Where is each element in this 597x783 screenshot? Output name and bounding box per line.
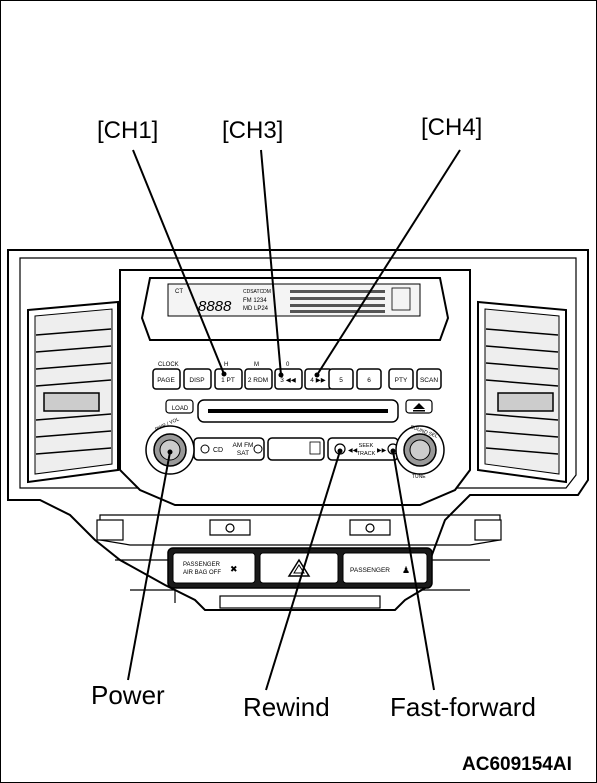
sat-label: SAT xyxy=(237,450,249,457)
seek-label: SEEK xyxy=(359,443,374,449)
left-air-vent xyxy=(27,300,119,484)
fast-forward-icon: ▶▶ xyxy=(377,448,387,454)
airbag-on-icon: ♟ xyxy=(402,565,410,575)
page-label: PAGE xyxy=(157,377,175,384)
preset-2-label: 2 RDM xyxy=(248,377,268,384)
label-zero: 0 xyxy=(286,362,290,368)
leader-line-fast-forward xyxy=(392,450,435,691)
scan-label: SCAN xyxy=(420,377,438,384)
airbag-off-icon: ✖ xyxy=(230,564,238,574)
passenger-left-line2: AIR BAG OFF xyxy=(183,570,221,576)
preset-4-label: 4 ▶▶ xyxy=(310,377,326,384)
display-fm: FM 1234 xyxy=(243,298,267,304)
passenger-left-line1: PASSENGER xyxy=(183,562,221,568)
label-h: H xyxy=(224,362,228,368)
leader-line-power xyxy=(127,451,171,681)
scan-button[interactable] xyxy=(416,368,442,390)
callout-rewind: Rewind xyxy=(243,692,330,722)
leader-line-ch4 xyxy=(316,149,461,376)
preset-6-label: 6 xyxy=(367,377,371,384)
preset-2-button[interactable] xyxy=(244,368,273,390)
display-big-digits: 8888 xyxy=(198,298,232,315)
preset-5-button[interactable] xyxy=(328,368,354,390)
disp-label: DISP xyxy=(189,377,204,384)
figure-code: AC609154AI xyxy=(462,754,572,775)
sound-tune-knob[interactable] xyxy=(395,425,445,475)
amfm-indicator xyxy=(253,444,263,454)
passenger-right-label: PASSENGER xyxy=(350,567,390,574)
callout-fast-forward: Fast-forward xyxy=(390,692,536,722)
display-ct: CT xyxy=(175,289,183,295)
load-button[interactable] xyxy=(165,399,194,414)
leader-line-ch3 xyxy=(260,149,282,376)
page-button[interactable] xyxy=(152,368,181,390)
cd-slot[interactable] xyxy=(208,409,388,413)
eject-icon xyxy=(413,403,425,412)
hazard-button[interactable] xyxy=(259,552,339,584)
display-codes: CDSATCDM xyxy=(243,289,271,295)
tune-label: TUNE xyxy=(412,474,426,480)
label-m: M xyxy=(254,362,259,368)
label-clock: CLOCK xyxy=(158,362,179,368)
cd-indicator xyxy=(200,444,210,454)
load-label: LOAD xyxy=(172,406,189,412)
leader-line-ch1 xyxy=(132,149,225,375)
rewind-icon: ◀◀ xyxy=(348,448,358,454)
display-md: MD LP24 xyxy=(243,306,269,312)
amfm-label: AM FM xyxy=(233,442,254,449)
track-label: TRACK xyxy=(357,451,376,457)
preset-6-button[interactable] xyxy=(356,368,382,390)
right-air-vent xyxy=(477,300,567,484)
preset-1-label: 1 PT xyxy=(221,377,235,384)
preset-5-label: 5 xyxy=(339,377,343,384)
callout-power: Power xyxy=(91,680,165,710)
callout-ch4: [CH4] xyxy=(421,114,483,141)
callout-ch1: [CH1] xyxy=(97,117,159,144)
passenger-airbag-off-indicator xyxy=(172,552,256,584)
leader-line-rewind xyxy=(265,450,341,691)
power-volume-knob[interactable] xyxy=(145,425,195,475)
display-window: CT 8888 CDSATCDM FM 1234 MD LP24 xyxy=(140,277,450,341)
passenger-airbag-on-indicator xyxy=(342,552,428,584)
cd-label: CD xyxy=(213,447,223,454)
disp-button[interactable] xyxy=(183,368,212,390)
callout-ch3: [CH3] xyxy=(222,117,284,144)
preset-3-label: 3 ◀◀ xyxy=(280,377,296,384)
pty-label: PTY xyxy=(395,377,408,384)
pty-button[interactable] xyxy=(388,368,414,390)
